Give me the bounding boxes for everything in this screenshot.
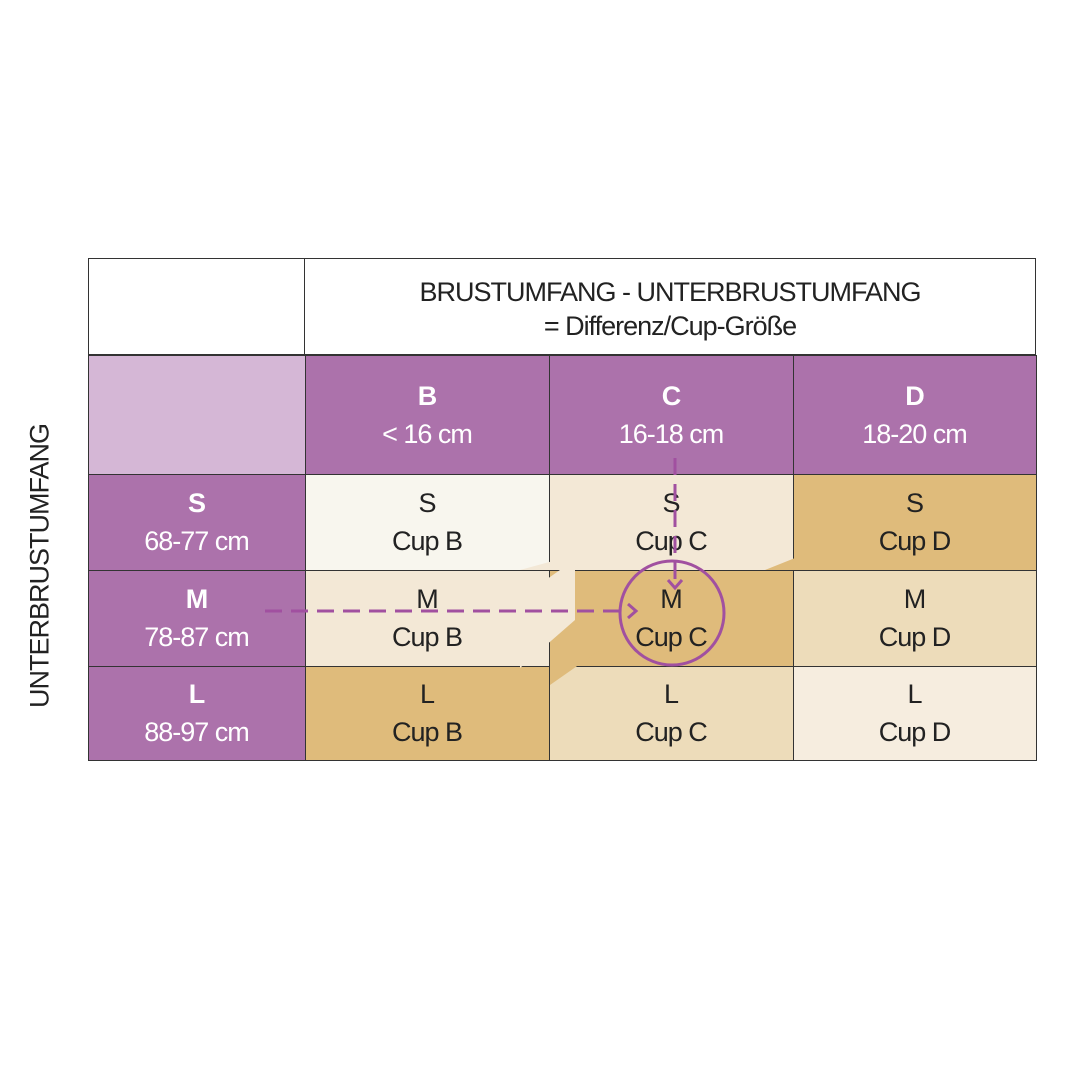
grid-line [793,355,794,761]
grid-line [88,355,1036,356]
cell-subtitle: Cup B [391,622,463,652]
cell-title: S [418,488,436,518]
cell-title: S [187,488,206,518]
cell-title: M [185,584,208,614]
cell-subtitle: Cup C [635,526,708,556]
size-cell: M Cup C [549,570,793,666]
size-cell: L Cup B [305,666,549,760]
header-line2: = Differenz/Cup-Größe [543,310,797,341]
grid-line [88,355,89,761]
grid-line [1036,355,1037,761]
grid-line [549,355,550,761]
band-light [520,570,575,668]
cell-title: L [419,679,435,709]
grid-line [88,474,1036,475]
column-header-B: B < 16 cm [305,355,549,474]
size-cell: M Cup B [305,570,549,666]
cell-title: D [905,380,924,411]
cell-subtitle: Cup D [878,526,952,556]
empty-corner-cell [88,258,305,355]
cell-title: L [188,679,205,709]
header-line1: BRUSTUMFANG - UNTERBRUSTUMFANG [419,276,921,307]
band-gold [550,650,600,685]
size-cell: L Cup D [793,666,1036,760]
size-cell: L Cup C [549,666,793,760]
cell-subtitle: < 16 cm [382,418,473,449]
cell-title: M [660,584,682,614]
col-arrow-head [666,579,684,591]
cell-subtitle: Cup B [391,717,463,747]
grid-line [305,355,306,761]
cell-title: B [417,380,437,411]
cell-subtitle: Cup C [635,717,708,747]
size-cell: S Cup B [305,474,549,570]
cell-subtitle: 18-20 cm [862,418,968,449]
cell-title: M [416,584,438,614]
highlight-circle [618,559,726,667]
cell-subtitle: Cup C [635,622,708,652]
column-header-D: D 18-20 cm [793,355,1036,474]
cell-subtitle: Cup D [878,717,952,747]
row-header-M: M 78-87 cm [88,570,305,666]
cell-subtitle: 88-97 cm [144,717,250,747]
grid-line [88,760,1036,761]
cell-title: L [907,679,922,709]
cell-subtitle: 16-18 cm [618,418,725,449]
cell-subtitle: Cup B [391,526,463,556]
cell-title: L [663,679,679,709]
cell-subtitle: Cup D [878,622,952,652]
cell-title: S [905,488,924,518]
header-title: BRUSTUMFANG - UNTERBRUSTUMFANG = Differe… [305,258,1036,355]
corner-cell [88,355,305,474]
row-arrow-head [627,602,639,620]
cell-subtitle: 78-87 cm [144,622,250,652]
row-header-L: L 88-97 cm [88,666,305,760]
cell-subtitle: 68-77 cm [144,526,250,556]
size-cell: S Cup D [793,474,1036,570]
cell-title: M [903,584,926,614]
cell-title: C [661,380,681,411]
size-cell: M Cup D [793,570,1036,666]
row-header-S: S 68-77 cm [88,474,305,570]
column-header-C: C 16-18 cm [549,355,793,474]
